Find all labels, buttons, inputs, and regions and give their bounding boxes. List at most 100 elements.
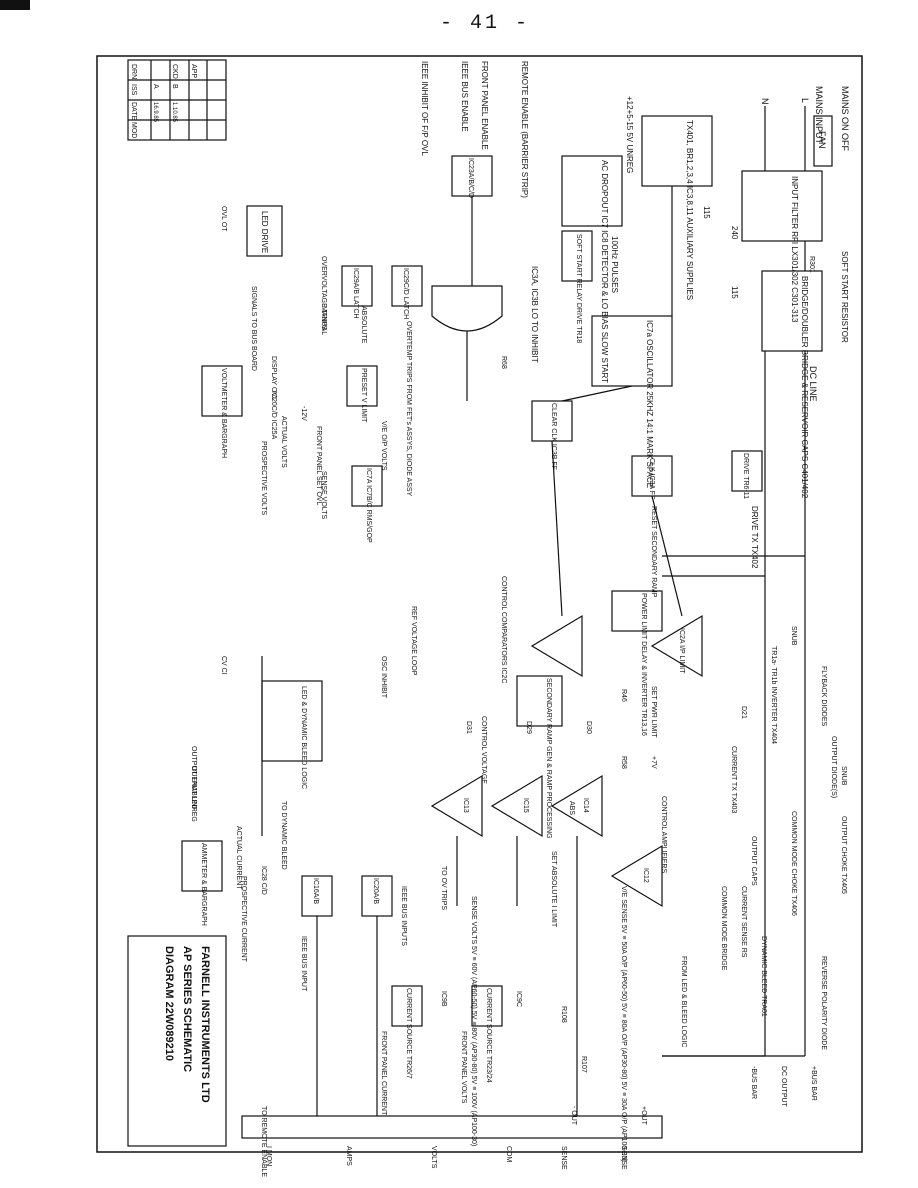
ieee-bus-inputs-label: IEEE BUS INPUTS — [400, 886, 407, 946]
plus-out-label: +OUT — [640, 1106, 647, 1126]
latch1-label: IC29C/D LATCH — [402, 268, 409, 319]
mains-input-label: MAINS INPUT — [814, 86, 824, 145]
ic28-label: IC28 C/D — [260, 866, 267, 895]
minus12-label: -12V — [300, 406, 307, 421]
cm-bridge-label: COMMON MODE BRIDGE — [720, 886, 727, 971]
d29-label: D29 — [525, 721, 532, 734]
current-tx-label: CURRENT TX TX403 — [730, 746, 737, 813]
bus-bar-neg-label: -BUS BAR — [750, 1066, 757, 1099]
relay-drive-label: SOFT START RELAY DRIVE TR18 — [575, 234, 582, 343]
current-source-1-label: CURRENT SOURCE TR26/7 — [405, 988, 412, 1079]
ramp-gen-box — [516, 675, 563, 727]
barrier-sense-1: SENSE — [560, 1146, 567, 1170]
current-source-2-box — [471, 985, 503, 1027]
actual-current-label: ACTUAL CURRENT — [235, 826, 242, 890]
aux-supply-box — [641, 115, 713, 187]
rotated-schematic: DRN ISS DATE MOD A 16.9.85 CKD B 1.10.85… — [127, 59, 850, 1177]
to-dynamic-label: TO DYNAMIC BLEED — [280, 801, 287, 870]
r301-label: R301 — [808, 256, 815, 273]
r107-label: R107 — [580, 1056, 587, 1073]
latch1-box — [391, 265, 423, 307]
ic14-amp — [550, 774, 603, 838]
ic13-amp — [430, 774, 483, 838]
remote-enable-label: REMOTE ENABLE (BARRIER STRIP) — [520, 61, 529, 198]
ic15-amp — [490, 774, 543, 838]
voltage-monitor: ABSOLUTE MANUAL PRESET V LIMIT V/E O/P V… — [201, 306, 387, 543]
v115-label: 115 — [730, 286, 739, 299]
ammeter-label: AMMETER & BARGRAPH — [200, 843, 207, 926]
rev-iss-b: B — [171, 84, 178, 89]
vie-sense-label: V/E SENSE 5V ≡ 50A O/P (AP60-50) 5V ≡ 80… — [620, 886, 627, 1162]
wiring — [261, 186, 805, 1116]
led-drive-label: LED DRIVE — [260, 211, 269, 253]
diagram-number: DIAGRAM 22W089210 — [163, 946, 175, 1061]
dc-line-label: DC LINE — [808, 366, 818, 402]
signals-bus-label: SIGNALS TO BUS BOARD — [250, 286, 257, 371]
d31-label: D31 — [465, 721, 472, 734]
snub2-label: SNUB — [840, 766, 847, 786]
control-section: POWER LIMIT DELAY & INVERTER TR13,16 CON… — [480, 576, 747, 839]
output-caps-label: OUTPUT CAPS — [750, 836, 757, 886]
output-choke-label: OUTPUT CHOKE TX405 — [840, 816, 847, 894]
r108-label: R108 — [560, 1006, 567, 1023]
current-source-1-box — [391, 985, 423, 1027]
control-comparator — [530, 614, 583, 678]
ic2a-comparator — [650, 614, 703, 678]
fp-current-label: FRONT PANEL CURRENT — [380, 1031, 387, 1116]
manual-label: MANUAL — [320, 306, 327, 335]
title-block: FARNELL INSTRUMENTS LTD AP SERIES SCHEMA… — [127, 935, 227, 1147]
soft-start-label: SOFT START RESISTOR — [840, 251, 849, 343]
ac-dropout-label: AC DROPOUT IC7 IC8 DETECTOR & LO BIAS SL… — [600, 160, 609, 383]
barrier-com: COM — [505, 1146, 512, 1163]
rev-app: APP — [190, 64, 197, 78]
led-bleed-label: LED & DYNAMIC BLEED LOGIC — [300, 686, 307, 789]
ammeter-box — [181, 840, 223, 892]
input-filter-box — [741, 170, 823, 242]
remote-enable-arrow-label: TO REMOTE ENABLE — [260, 1106, 267, 1177]
page-number: - 41 - — [440, 12, 531, 35]
mains-l: L — [800, 98, 810, 103]
voltmeter-box — [201, 365, 243, 417]
fp-volts-label: FRONT PANEL VOLTS — [460, 1031, 467, 1104]
aux-supply-label: TX401, BR1,2,3,4 IC3,8,11 AUXILIARY SUPP… — [685, 120, 694, 300]
current-sense-label: CURRENT SENSE RS — [740, 886, 747, 958]
vdp-volts-label: V/E O/P VOLTS — [380, 421, 387, 471]
series-name: AP SERIES SCHEMATIC — [181, 946, 193, 1072]
ic23-label: IC23A/B/C/D — [467, 158, 474, 198]
control-comp-label: CONTROL COMPARATORS IC2C — [500, 576, 507, 683]
r68-label: R68 — [500, 356, 507, 369]
output-enabled-label: OUTPUT ENABLED — [190, 746, 197, 809]
osc-inhibit-label: OSC INHIBIT — [380, 656, 387, 699]
abs-label: ABS — [568, 801, 575, 815]
rev-iss-a: A — [152, 84, 159, 89]
pulses-label: 100Hz PULSES — [610, 236, 619, 293]
control-amps-label: CONTROL AMPLIFIERS — [660, 796, 667, 873]
drive-tx-label: DRIVE TX TX402 — [750, 506, 759, 569]
meter-section: AMMETER & BARGRAPH PROSPECTIVE CURRENT I… — [181, 840, 663, 1177]
power-limit-box — [611, 590, 663, 632]
aux-section: TX401, BR1,2,3,4 IC3,8,11 AUXILIARY SUPP… — [561, 96, 713, 383]
sense-out-label: - OUT — [570, 1106, 577, 1126]
preset-label: PRESET V LIMIT — [360, 368, 367, 423]
ac-dropout-box — [561, 155, 623, 227]
relay-drive-box — [561, 230, 593, 282]
ic3-label: IC3A, IC3B LO TO INHIBIT — [530, 266, 539, 363]
led-drive-box — [246, 205, 283, 257]
diagram-border — [96, 55, 863, 1153]
overtemp-label: OVERTEMP TRIPS FROM FET's ASSYS, DIODE A… — [405, 321, 412, 497]
d30-label: D30 — [585, 721, 592, 734]
output-unreg-label: OUTPUT UNREG — [190, 766, 197, 822]
rev-polarity-label: REVERSE POLARITY DIODE — [820, 956, 827, 1050]
v115b-label: 115 — [702, 206, 711, 219]
rev-header-date: DATE — [130, 102, 137, 120]
oscillator-label: IC7a OSCILLATOR 25KHZ 14:1 MARK SPACE — [645, 320, 654, 488]
rev-header-drn: DRN — [130, 64, 137, 79]
barrier-imon: I MON — [265, 1146, 272, 1166]
rev-date-a: 16.9.85 — [152, 102, 158, 123]
ovl-ot-label: OVL OT — [220, 206, 227, 232]
barrier-volts: VOLTS — [430, 1146, 437, 1169]
overvoltage-label: OVERVOLTAGE TRIPS — [320, 256, 327, 331]
snub-label: SNUB — [790, 626, 797, 646]
